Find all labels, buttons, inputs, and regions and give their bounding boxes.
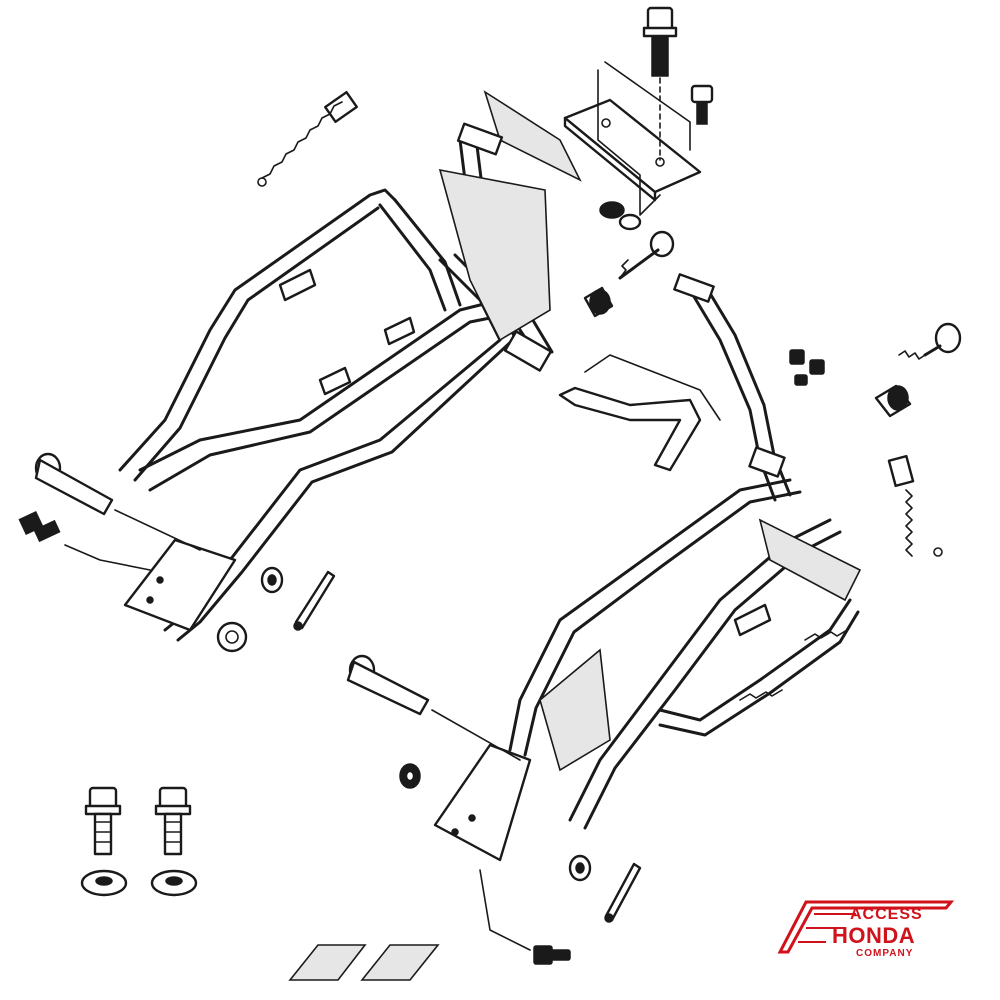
flange-nut-left: [80, 869, 128, 897]
left-cotter-pin: [293, 570, 336, 631]
top-mounting-bracket: [483, 61, 702, 216]
left-nut: [216, 621, 248, 653]
logo-access-text: ACCESS: [850, 906, 923, 923]
center-pivot-pin: [618, 230, 675, 280]
rubber-pads: [288, 944, 440, 981]
logo-company-text: COMPANY: [856, 948, 914, 959]
left-pivot-pin: [34, 452, 201, 551]
frame-side-bolts: [739, 629, 848, 701]
center-bushing: [583, 286, 614, 318]
flange-nut-right: [150, 869, 198, 897]
right-bushing: [874, 384, 912, 418]
center-bolts: [789, 349, 825, 386]
right-upright-tube: [673, 273, 792, 502]
top-flange-bolt: [642, 6, 678, 161]
right-tension-spring: [887, 454, 943, 557]
left-bolt: [18, 510, 151, 571]
left-washer: [260, 566, 284, 594]
lower-washer-right: [568, 854, 592, 882]
step-bracket: [558, 354, 721, 472]
left-tension-spring: [257, 90, 359, 187]
lower-washer-left: [399, 763, 421, 789]
lower-bolt: [479, 869, 571, 965]
left-guard-frame: [118, 122, 554, 642]
access-honda-logo: ACCESS HONDA COMPANY: [776, 892, 976, 964]
right-pivot-pin: [898, 322, 962, 360]
flange-bolt-left: [84, 786, 122, 856]
small-top-bolt: [690, 84, 714, 125]
lower-pivot-pin: [346, 654, 521, 761]
lower-cotter-pin: [604, 862, 642, 923]
right-guard-frame: [433, 478, 862, 862]
top-washer-nut: [599, 201, 642, 231]
logo-honda-text: HONDA: [832, 923, 916, 948]
flange-bolt-right: [154, 786, 192, 856]
logo-mark-icon: [777, 900, 955, 954]
